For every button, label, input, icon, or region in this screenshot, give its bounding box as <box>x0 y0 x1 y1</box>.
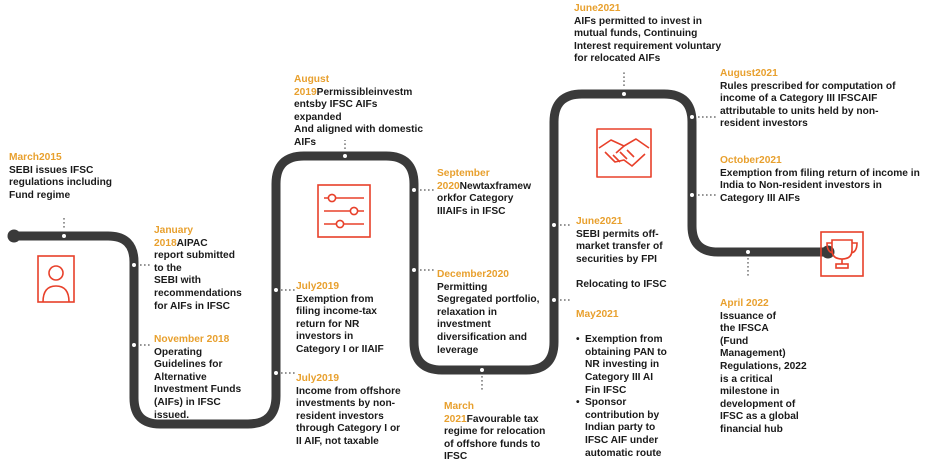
event-text: Issuance of the IFSCA (Fund Management) … <box>720 310 807 435</box>
event-september-2020: September 2020Newtaxframew orkfor Catego… <box>437 168 531 218</box>
event-march-2021: March 2021Favourable tax regime for relo… <box>444 401 545 464</box>
event-text: Permissibleinvestm entsby IFSC AIFs expa… <box>294 86 424 148</box>
timeline-start-dot <box>7 229 21 243</box>
event-november-2018: November 2018 Operating Guidelines for A… <box>154 334 241 422</box>
event-date: October2021 <box>720 155 782 166</box>
handshake-icon <box>596 128 652 178</box>
event-text: Favourable tax regime for relocation of … <box>444 413 546 463</box>
event-date: September 2020 <box>437 168 490 192</box>
marker <box>744 248 752 256</box>
connectors <box>63 72 749 392</box>
event-january-2018: January 2018AIPAC report submitted to th… <box>154 225 242 313</box>
marker <box>272 286 280 294</box>
marker <box>60 232 68 240</box>
event-date: June2021 <box>574 3 621 14</box>
milestone-markers <box>60 90 752 377</box>
marker <box>130 261 138 269</box>
event-may-2021: May2021 Exemption from obtaining PAN to … <box>576 309 667 473</box>
event-text: Rules prescribed for computation of inco… <box>720 80 896 130</box>
bullet-item: Exemption from obtaining PAN to NR inves… <box>576 334 667 397</box>
marker <box>550 221 558 229</box>
marker <box>620 90 628 98</box>
event-october-2021: October2021 Exemption from filing return… <box>720 155 920 205</box>
event-text: Permitting Segregated portfolio, relaxat… <box>437 281 540 356</box>
event-text: Exemption from filing income-tax return … <box>296 293 384 355</box>
marker <box>688 113 696 121</box>
marker <box>550 296 558 304</box>
marker <box>688 191 696 199</box>
event-text: SEBI permits off- market transfer of sec… <box>576 228 667 290</box>
marker <box>341 152 349 160</box>
marker <box>478 366 486 374</box>
marker <box>272 369 280 377</box>
event-text: AIFs permitted to invest in mutual funds… <box>574 15 722 65</box>
event-july-2019-b: July2019 Income from offshore investment… <box>296 373 401 449</box>
event-text: AIPAC report submitted to the SEBI with … <box>154 237 242 312</box>
event-date: July2019 <box>296 281 340 292</box>
event-text: Income from offshore investments by non-… <box>296 385 401 447</box>
timeline-track <box>9 89 833 429</box>
event-date: August 2019 <box>294 74 330 98</box>
event-bullets: Exemption from obtaining PAN to NR inves… <box>576 322 667 473</box>
event-date: May2021 <box>576 309 619 320</box>
event-text: Newtaxframew orkfor Category IIIAIFs in … <box>437 180 532 217</box>
event-text: SEBI issues IFSC regulations including F… <box>9 164 113 201</box>
event-date: November 2018 <box>154 334 230 345</box>
event-date: April 2022 <box>720 298 769 309</box>
event-june-2021-a: June2021 SEBI permits off- market transf… <box>576 216 667 292</box>
event-text: Operating Guidelines for Alternative Inv… <box>154 346 242 421</box>
event-march-2015: March2015 SEBI issues IFSC regulations i… <box>9 152 112 202</box>
sliders-icon <box>317 184 371 238</box>
event-date: July2019 <box>296 373 340 384</box>
event-august-2019: August 2019Permissibleinvestm entsby IFS… <box>294 74 423 150</box>
event-july-2019-a: July2019 Exemption from filing income-ta… <box>296 281 384 357</box>
marker <box>130 341 138 349</box>
event-august-2021: August2021 Rules prescribed for computat… <box>720 68 895 131</box>
event-date: January 2018 <box>154 225 194 249</box>
event-date: June2021 <box>576 216 623 227</box>
bullet-item: Sponsor contribution by Indian party to … <box>576 397 667 460</box>
event-april-2022: April 2022 Issuance of the IFSCA (Fund M… <box>720 298 807 437</box>
marker <box>410 186 418 194</box>
event-text: Exemption from filing return of income i… <box>720 167 920 204</box>
event-date: December2020 <box>437 269 509 280</box>
event-date: August2021 <box>720 68 778 79</box>
event-december-2020: December2020 Permitting Segregated portf… <box>437 269 539 357</box>
event-june-2021-b: June2021 AIFs permitted to invest in mut… <box>574 3 721 66</box>
person-icon <box>37 255 75 303</box>
event-date: March 2021 <box>444 401 475 425</box>
trophy-icon <box>820 231 864 277</box>
event-date: March2015 <box>9 152 62 163</box>
marker <box>410 266 418 274</box>
